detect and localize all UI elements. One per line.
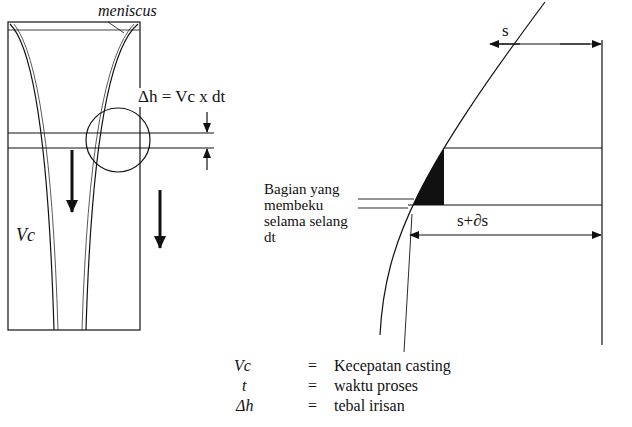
symbol-label: t	[240, 377, 248, 395]
dimension-arrow	[206, 149, 207, 170]
dimension-label: Δh = Vc x dt	[136, 88, 227, 107]
dimension-arrow	[490, 43, 520, 44]
equals-sign: =	[306, 397, 319, 415]
definition-text: waktu proses	[332, 377, 420, 395]
dimension-arrow	[410, 234, 450, 235]
shell-line	[86, 24, 138, 330]
slice-line	[8, 147, 214, 148]
leader-line	[108, 22, 124, 33]
dimension-label: s+∂s	[455, 212, 490, 231]
definition-text: tebal irisan	[332, 397, 407, 415]
solidified-part	[400, 148, 444, 205]
dimension-arrow	[450, 234, 601, 235]
leader-line	[358, 199, 414, 200]
leader-line	[358, 208, 408, 209]
shell-line	[14, 24, 58, 330]
dimension-arrow	[560, 43, 601, 44]
casting-arrow	[71, 150, 74, 212]
mold-box	[8, 22, 140, 330]
detail-circle	[86, 108, 150, 172]
shell-line	[82, 24, 134, 330]
equals-sign: =	[306, 357, 319, 375]
shell-line	[10, 24, 54, 330]
symbol-label: Vc	[232, 357, 253, 375]
casting-arrow	[159, 190, 162, 248]
slice-line	[444, 147, 602, 148]
equals-sign: =	[306, 377, 319, 395]
centre-line	[601, 40, 602, 345]
leader-line	[404, 214, 412, 352]
part-label: Bagian yang membeku selama selang dt	[262, 181, 358, 245]
dimension-arrow	[206, 112, 207, 132]
symbol-label: Δh	[234, 397, 255, 415]
dimension-label: s	[500, 22, 511, 41]
solidification-front	[380, 2, 545, 335]
definition-text: Kecepatan casting	[332, 357, 453, 375]
slice-line	[8, 132, 214, 133]
symbol-label: Vc	[14, 226, 37, 246]
part-label: meniscus	[96, 2, 159, 20]
